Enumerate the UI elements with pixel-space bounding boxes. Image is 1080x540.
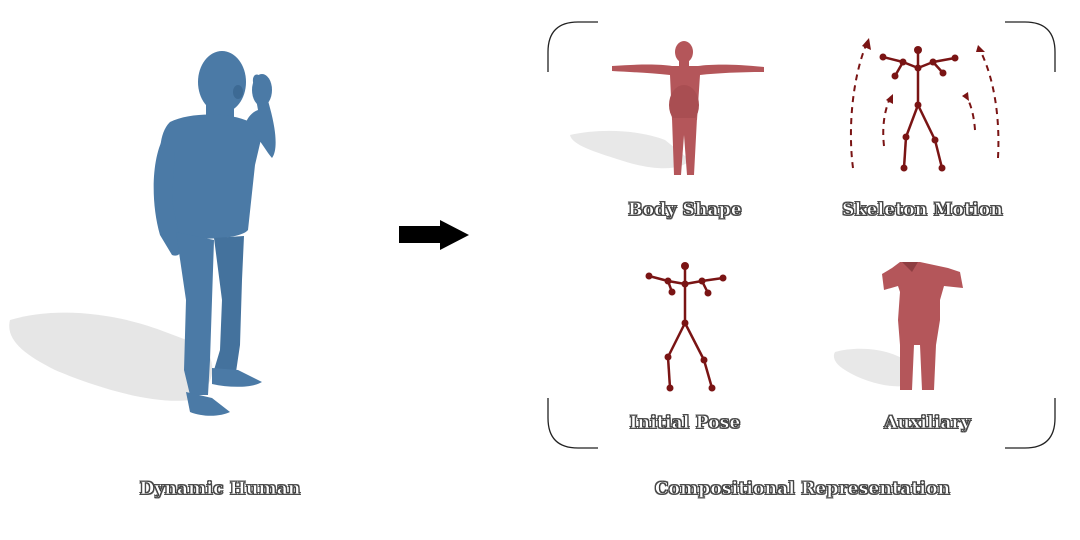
dynamic-human-caption: Dynamic Human [139, 479, 301, 500]
transform-arrow [399, 220, 469, 250]
initial-pose-figure [645, 262, 727, 392]
initial-pose-label: Initial Pose [629, 413, 741, 434]
compositional-representation-caption: Compositional Representation [654, 479, 951, 500]
auxiliary-label: Auxiliary [884, 413, 971, 434]
motion-arrows [849, 44, 1000, 169]
skeleton-motion-label: Skeleton Motion [842, 200, 1003, 221]
human-shadow [9, 312, 213, 401]
auxiliary-figure [833, 262, 963, 390]
skeleton-motion-figure [849, 38, 1000, 172]
body-shape-label: Body Shape [628, 200, 742, 221]
dynamic-human-figure [9, 51, 276, 416]
composition-brackets [547, 21, 1056, 449]
body-shape-figure [570, 41, 764, 175]
auxiliary-shadow [833, 348, 910, 387]
body-shape-shadow [570, 130, 690, 169]
